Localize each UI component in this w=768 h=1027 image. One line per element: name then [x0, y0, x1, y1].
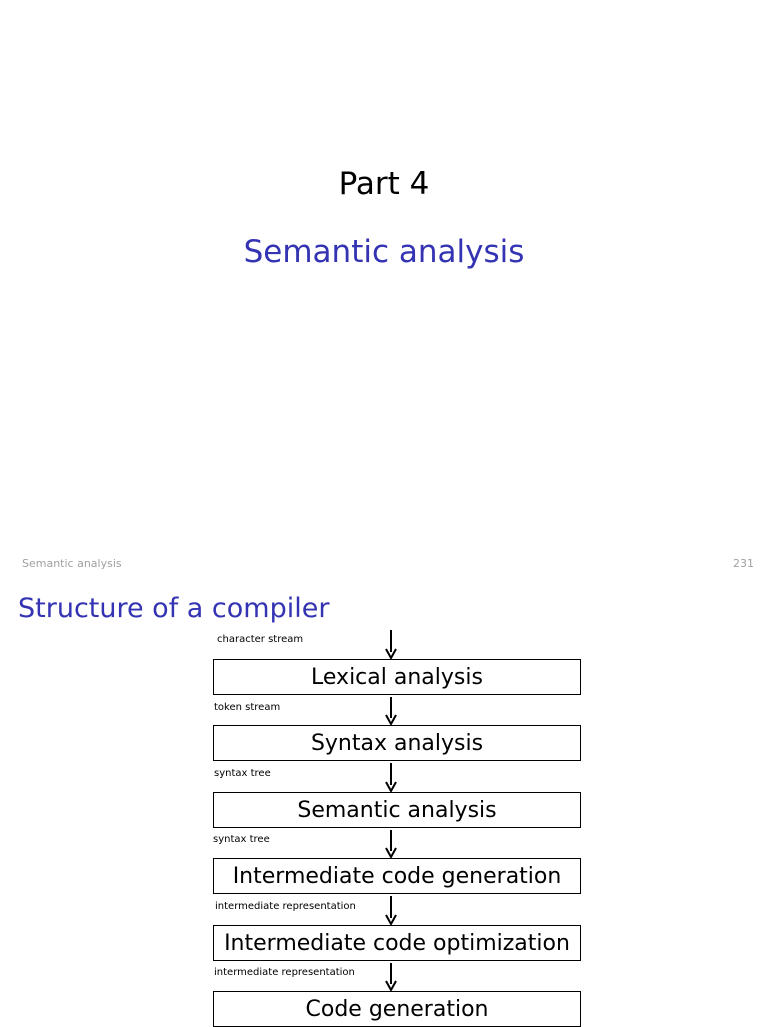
arrow-down-icon [385, 630, 397, 659]
stage-label: Lexical analysis [311, 664, 483, 690]
arrow-down-icon [385, 697, 397, 725]
title-slide: Part 4 Semantic analysis Semantic analys… [22, 166, 754, 570]
stage-intermediate-code-generation: Intermediate code generation [213, 858, 581, 894]
footer-section-name: Semantic analysis [22, 557, 122, 570]
stage-code-generation: Code generation [213, 991, 581, 1027]
stage-lexical-analysis: Lexical analysis [213, 659, 581, 695]
stage-label: Intermediate code optimization [224, 930, 570, 956]
stage-syntax-analysis: Syntax analysis [213, 725, 581, 761]
part-subtitle: Semantic analysis [243, 234, 525, 270]
stage-label: Semantic analysis [297, 797, 497, 823]
arrow-down-icon [385, 763, 397, 792]
flow-label-syntax-tree: syntax tree [214, 768, 271, 779]
flow-label-intermediate-representation: intermediate representation [215, 901, 356, 912]
flow-label-intermediate-representation-2: intermediate representation [214, 967, 355, 978]
compiler-structure-slide: Structure of a compiler character stream… [0, 576, 768, 1027]
footer-page-number: 231 [733, 557, 754, 570]
stage-label: Code generation [305, 996, 489, 1022]
part-title: Part 4 [338, 166, 430, 202]
stage-label: Intermediate code generation [232, 863, 562, 889]
flow-label-character-stream: character stream [217, 634, 304, 645]
flow-label-syntax-tree-2: syntax tree [213, 834, 270, 845]
stage-label: Syntax analysis [310, 730, 484, 756]
arrow-down-icon [385, 896, 397, 925]
stage-intermediate-code-optimization: Intermediate code optimization [213, 925, 581, 961]
flow-label-token-stream: token stream [214, 702, 281, 713]
stage-semantic-analysis: Semantic analysis [213, 792, 581, 828]
arrow-down-icon [385, 830, 397, 858]
arrow-down-icon [385, 963, 397, 991]
frame-title: Structure of a compiler [18, 593, 330, 624]
